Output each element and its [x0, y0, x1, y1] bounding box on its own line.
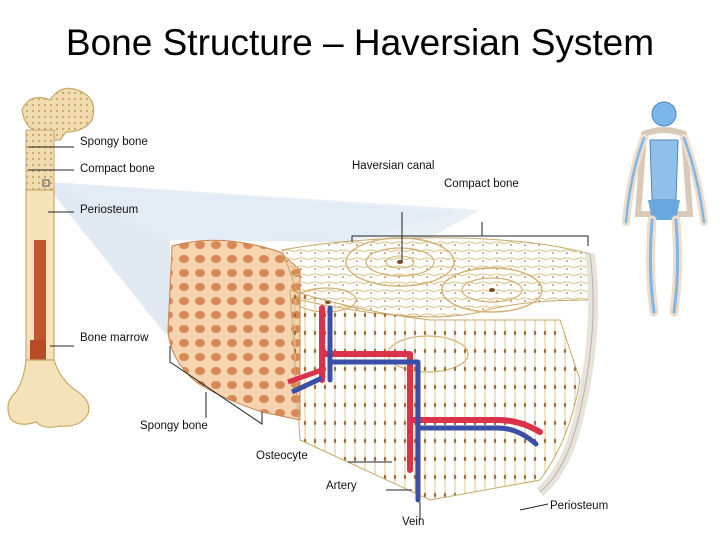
- label-vein: Vein: [402, 516, 425, 528]
- label-compact-bone-left: Compact bone: [80, 163, 155, 175]
- skeleton-figure: [622, 101, 708, 317]
- slide-title: Bone Structure – Haversian System: [65, 22, 655, 63]
- spongy-bone-block: [167, 239, 301, 421]
- label-compact-bone-right: Compact bone: [444, 178, 519, 190]
- label-periosteum-right: Periosteum: [550, 500, 609, 512]
- label-osteocyte: Osteocyte: [256, 450, 308, 462]
- leader-lines: [28, 146, 589, 520]
- label-bone-marrow: Bone marrow: [80, 332, 149, 344]
- label-haversian-canal: Haversian canal: [352, 160, 435, 172]
- long-bone: [7, 87, 95, 428]
- compact-bone-block: [281, 237, 599, 501]
- blood-vessels: [287, 305, 543, 503]
- label-spongy-bone-top: Spongy bone: [80, 136, 148, 148]
- label-periosteum-left: Periosteum: [80, 204, 139, 216]
- label-artery: Artery: [326, 480, 357, 492]
- label-spongy-bone-bottom: Spongy bone: [140, 420, 208, 432]
